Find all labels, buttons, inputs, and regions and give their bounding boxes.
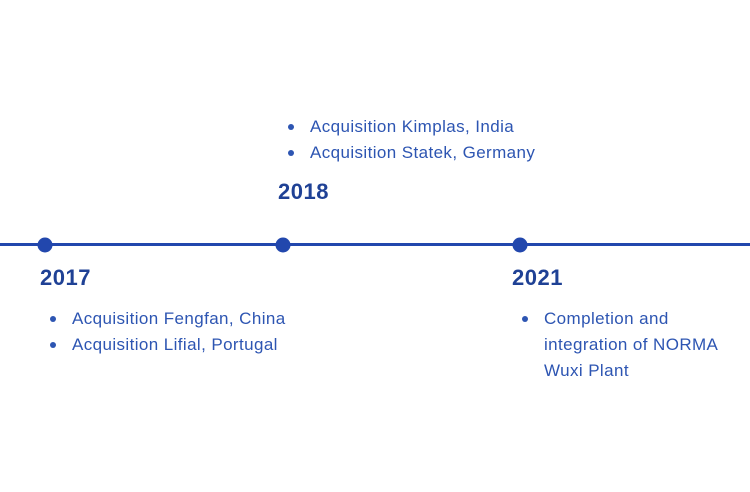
year-label-2021: 2021 xyxy=(512,265,563,290)
timeline-node-2017 xyxy=(37,237,53,252)
event-item-label: Acquisition Fengfan, China xyxy=(72,309,286,328)
bullet-icon xyxy=(50,316,56,322)
timeline-axis xyxy=(0,243,750,246)
bullet-icon xyxy=(288,124,294,130)
timeline-event-2017: 2017 Acquisition Fengfan, China Acquisit… xyxy=(40,266,286,358)
timeline-node-2021 xyxy=(512,237,528,252)
timeline-event-2021: 2021 Completion and integration of NORMA… xyxy=(512,266,744,384)
bullet-icon xyxy=(50,342,56,348)
event-item-list: Completion and integration of NORMA Wuxi… xyxy=(512,306,744,384)
bullet-icon xyxy=(522,316,528,322)
year-label-2018: 2018 xyxy=(278,179,329,204)
event-item-list: Acquisition Kimplas, India Acquisition S… xyxy=(278,114,535,166)
list-item: Acquisition Lifial, Portugal xyxy=(40,332,286,358)
timeline-node-2018 xyxy=(275,237,291,252)
event-item-list: Acquisition Fengfan, China Acquisition L… xyxy=(40,306,286,358)
list-item: Acquisition Kimplas, India xyxy=(278,114,535,140)
event-item-label: Acquisition Kimplas, India xyxy=(310,117,515,136)
event-item-label: Acquisition Lifial, Portugal xyxy=(72,335,278,354)
timeline-event-2018: Acquisition Kimplas, India Acquisition S… xyxy=(278,114,535,204)
list-item: Acquisition Statek, Germany xyxy=(278,140,535,166)
year-label-2017: 2017 xyxy=(40,265,91,290)
list-item: Completion and integration of NORMA Wuxi… xyxy=(512,306,744,384)
list-item: Acquisition Fengfan, China xyxy=(40,306,286,332)
bullet-icon xyxy=(288,150,294,156)
event-item-label: Completion and integration of NORMA Wuxi… xyxy=(544,309,718,380)
event-item-label: Acquisition Statek, Germany xyxy=(310,143,536,162)
